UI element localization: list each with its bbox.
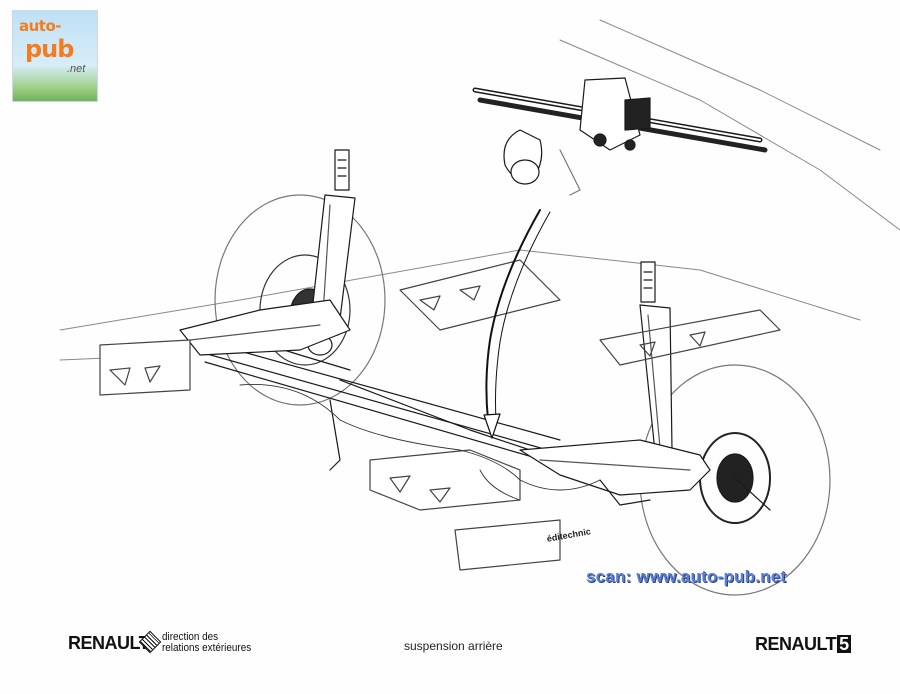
department-label: direction des relations extérieures [162, 632, 251, 654]
figure-caption: suspension arrière [404, 639, 503, 653]
logo-text-line1: auto- [19, 17, 62, 35]
logo-text-line2: pub [25, 35, 74, 63]
model-brand: RENAULT [755, 634, 837, 654]
logo-text-line3: .net [67, 63, 86, 75]
inset-detail [472, 77, 768, 196]
renault-wordmark: RENAULT [68, 633, 150, 653]
department-line1: direction des [162, 631, 219, 643]
auto-pub-logo: auto- pub .net [12, 10, 98, 102]
chassis-frame [99, 259, 781, 571]
body-outline [59, 19, 900, 361]
left-shock-absorber [307, 149, 356, 356]
left-trailing-arm [179, 299, 351, 356]
department-line2: relations extérieures [162, 642, 252, 654]
brake-lines [239, 384, 601, 501]
scan-watermark: scan: www.auto-pub.net [586, 567, 787, 586]
right-trailing-arm [519, 439, 711, 506]
right-wheel [639, 364, 831, 596]
model-number: 5 [837, 634, 851, 654]
pointer-arrow [483, 209, 551, 439]
